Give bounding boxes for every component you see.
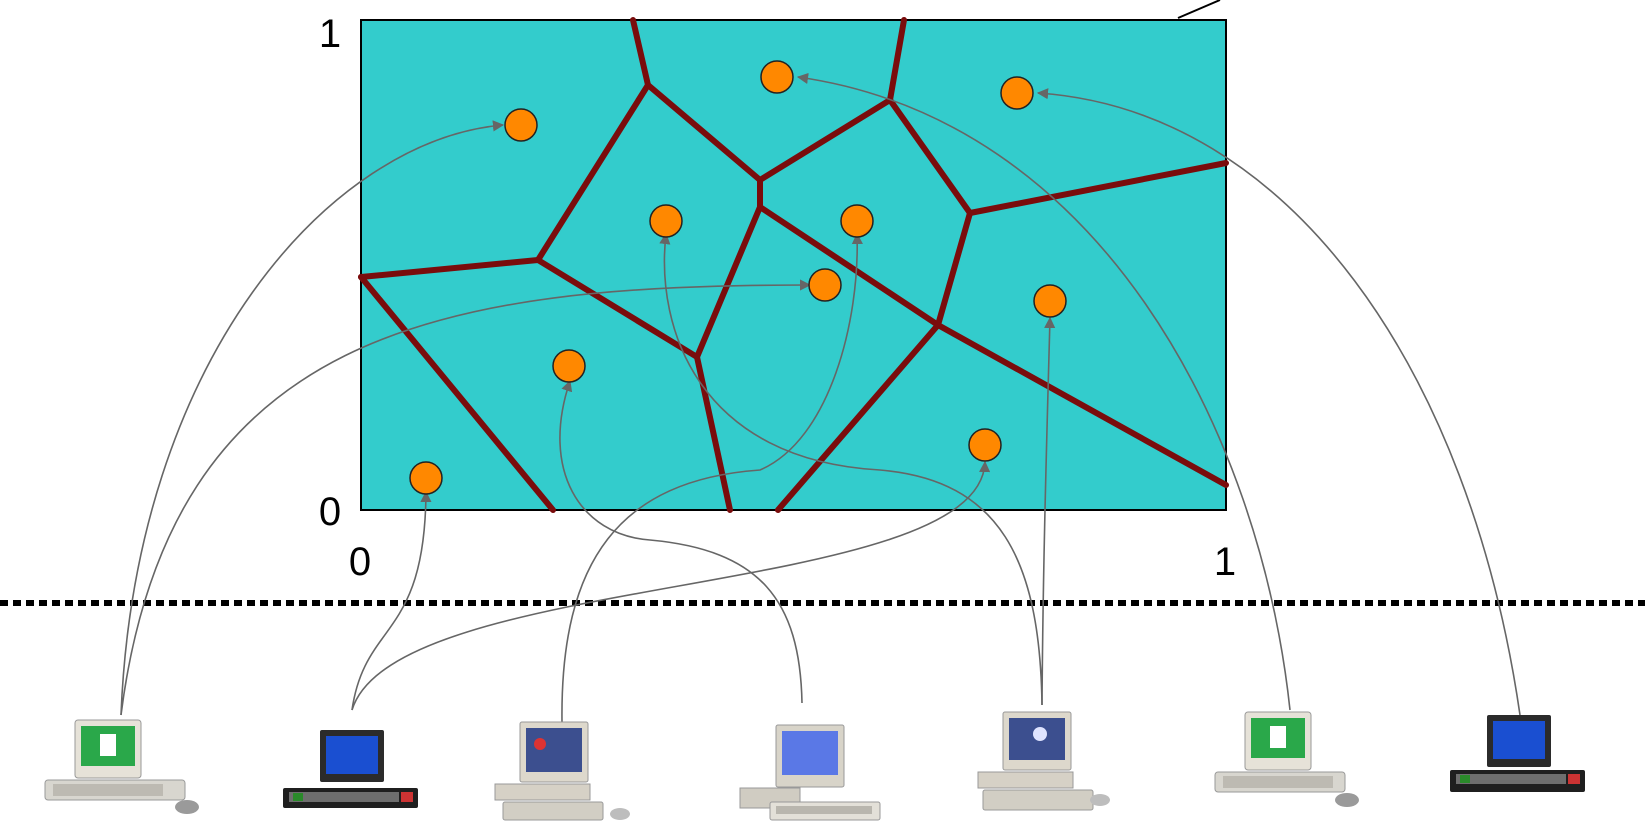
node-circle [1033, 284, 1067, 318]
boundary-edge [358, 257, 541, 280]
link-arrow [559, 379, 803, 704]
boundary-edge [887, 97, 973, 216]
computers [44, 711, 1585, 821]
node-circle [504, 108, 538, 142]
node-circle [649, 204, 683, 238]
boundary-edge [935, 210, 973, 328]
node-circle [409, 461, 443, 495]
boundary-edge [694, 354, 733, 513]
computer-icon [1214, 711, 1359, 807]
boundary-edge [887, 17, 907, 103]
boundary-edge [775, 322, 941, 513]
node-circle [760, 60, 794, 94]
top-right-line [1177, 0, 1221, 19]
node-circle [968, 428, 1002, 462]
link-arrow [351, 490, 432, 711]
link-arrow [561, 232, 863, 723]
node-circle [1000, 76, 1034, 110]
y-axis-top-label: 1 [319, 12, 341, 56]
node-circle [840, 204, 874, 238]
computer-icon [494, 721, 630, 821]
computer-icon [44, 719, 199, 814]
nodes [409, 60, 1067, 495]
link-arrow [659, 232, 1043, 706]
x-axis-left-label: 0 [349, 540, 371, 584]
boundary-edge [358, 274, 556, 513]
y-axis-bottom-label: 0 [319, 490, 341, 534]
voronoi-boundaries [358, 17, 1229, 513]
computer-icon [1450, 715, 1585, 792]
link-arrow [120, 279, 812, 716]
link-arrow [351, 460, 991, 711]
links [120, 72, 1521, 723]
computer-icon [977, 711, 1110, 811]
boundary-edge [630, 17, 651, 88]
computer-icon [739, 724, 881, 821]
link-arrow [120, 120, 505, 716]
link-arrow [1036, 88, 1521, 716]
boundary-edge [694, 204, 763, 360]
boundary-edge [645, 82, 763, 183]
boundary-edge [535, 257, 700, 360]
boundary-edge [935, 322, 1229, 488]
boundary-edge [757, 204, 941, 328]
boundary-edge [967, 160, 1229, 216]
link-arrow [796, 72, 1291, 711]
x-axis-right-label: 1 [1214, 540, 1236, 584]
node-circle [552, 349, 586, 383]
node-circle [808, 268, 842, 302]
link-arrow [1041, 316, 1056, 706]
boundary-edge [535, 82, 651, 263]
boundary-edge [757, 97, 893, 183]
computer-icon [283, 730, 418, 808]
